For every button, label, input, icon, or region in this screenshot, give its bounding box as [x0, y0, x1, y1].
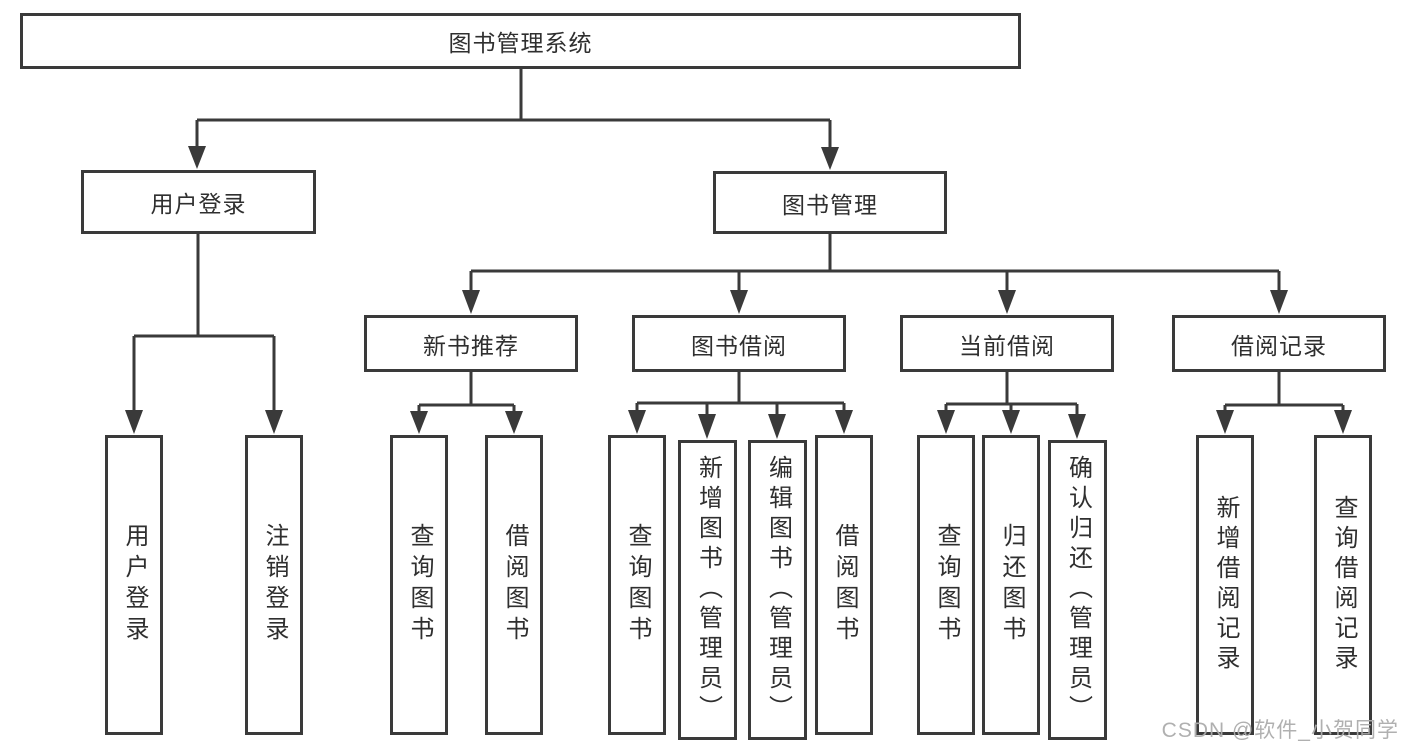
- leaf-user-login: 用户登录: [105, 435, 163, 735]
- leaf-borrow-query-books: 查询图书: [608, 435, 666, 735]
- node-user-login: 用户登录: [81, 170, 316, 234]
- connector-userlogin-to-leaves: [132, 234, 276, 412]
- arrowheads-newbooks: [410, 411, 523, 434]
- leaf-logout: 注销登录: [245, 435, 303, 735]
- connector-newbooks-to-leaves: [417, 372, 516, 413]
- connector-records-to-leaves: [1223, 372, 1345, 412]
- connector-bookborrow-to-leaves: [635, 372, 846, 416]
- leaf-borrow-add-books-admin: 新增图书（管理员）: [678, 440, 737, 740]
- leaf-newbooks-query-books: 查询图书: [390, 435, 448, 735]
- node-borrow-records: 借阅记录: [1172, 315, 1386, 372]
- leaf-current-confirm-return-admin: 确认归还（管理员）: [1048, 440, 1107, 740]
- arrowheads-level3: [462, 290, 1288, 314]
- node-book-management: 图书管理: [713, 171, 947, 234]
- leaf-borrow-borrow-books: 借阅图书: [815, 435, 873, 735]
- leaf-records-query-record: 查询借阅记录: [1314, 435, 1372, 735]
- connector-bookmgmt-to-level3: [469, 234, 1281, 292]
- arrowheads-records: [1216, 410, 1352, 434]
- leaf-current-return-books: 归还图书: [982, 435, 1040, 735]
- connector-currentborrow-to-leaves: [944, 372, 1079, 416]
- node-root-library-system: 图书管理系统: [20, 13, 1021, 69]
- csdn-watermark: CSDN @软件_小贺同学: [1161, 719, 1399, 742]
- arrowheads-level2: [188, 146, 839, 170]
- arrowheads-currentborrow: [937, 410, 1086, 439]
- arrowheads-userlogin: [125, 410, 283, 434]
- leaf-records-add-record: 新增借阅记录: [1196, 435, 1254, 735]
- node-book-borrow: 图书借阅: [632, 315, 846, 372]
- connector-root-to-level2: [195, 68, 832, 149]
- leaf-borrow-edit-books-admin: 编辑图书（管理员）: [748, 440, 807, 740]
- leaf-newbooks-borrow-books: 借阅图书: [485, 435, 543, 735]
- node-current-borrow: 当前借阅: [900, 315, 1114, 372]
- node-new-book-recommend: 新书推荐: [364, 315, 578, 372]
- arrowheads-bookborrow: [628, 410, 853, 439]
- leaf-current-query-books: 查询图书: [917, 435, 975, 735]
